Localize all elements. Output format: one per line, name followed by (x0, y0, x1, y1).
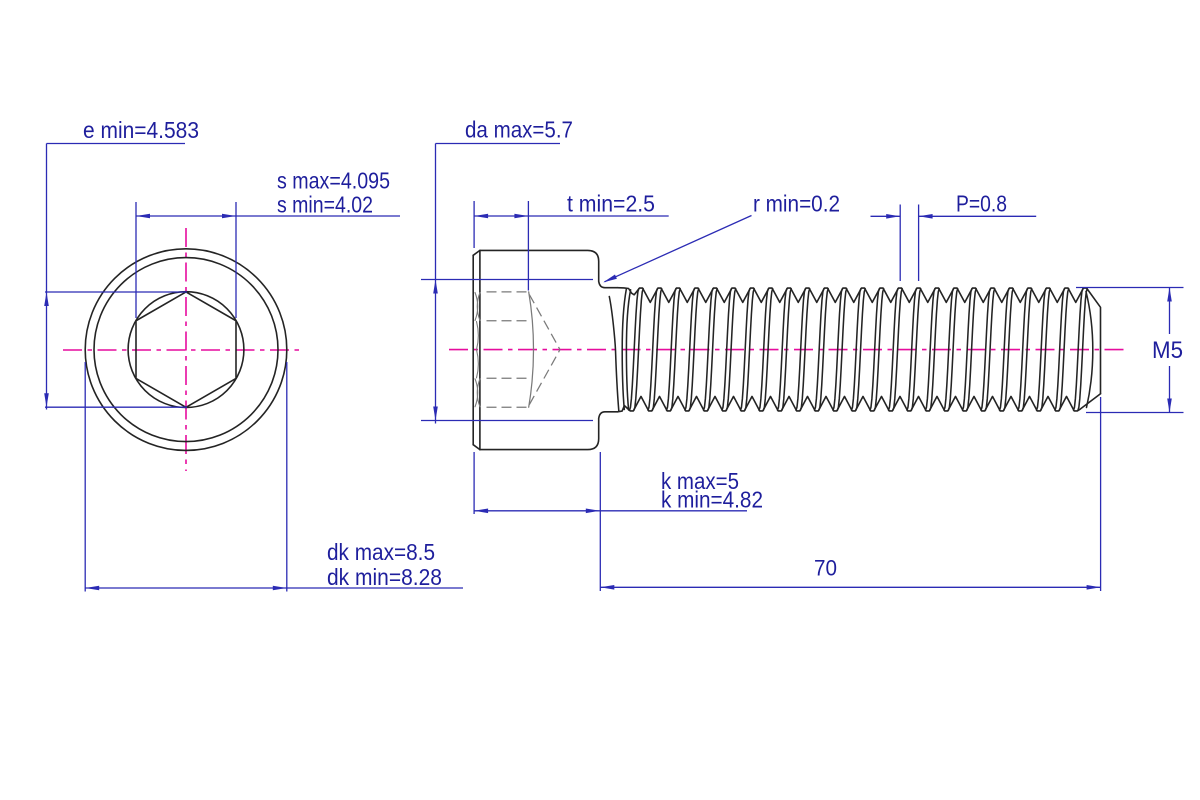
svg-text:k max=5: k max=5 (661, 468, 739, 494)
svg-text:t min=2.5: t min=2.5 (567, 191, 655, 217)
svg-text:r min=0.2: r min=0.2 (753, 191, 840, 217)
svg-text:e min=4.583: e min=4.583 (83, 117, 199, 143)
svg-text:s max=4.095: s max=4.095 (277, 168, 390, 194)
svg-text:M5: M5 (1152, 337, 1183, 364)
svg-text:dk min=8.28: dk min=8.28 (327, 564, 442, 590)
svg-text:dk max=8.5: dk max=8.5 (327, 539, 435, 565)
svg-text:k min=4.82: k min=4.82 (661, 487, 763, 513)
svg-text:P=0.8: P=0.8 (956, 191, 1007, 217)
svg-text:s min=4.02: s min=4.02 (277, 192, 373, 218)
svg-text:da max=5.7: da max=5.7 (465, 117, 573, 143)
svg-text:70: 70 (814, 556, 837, 581)
